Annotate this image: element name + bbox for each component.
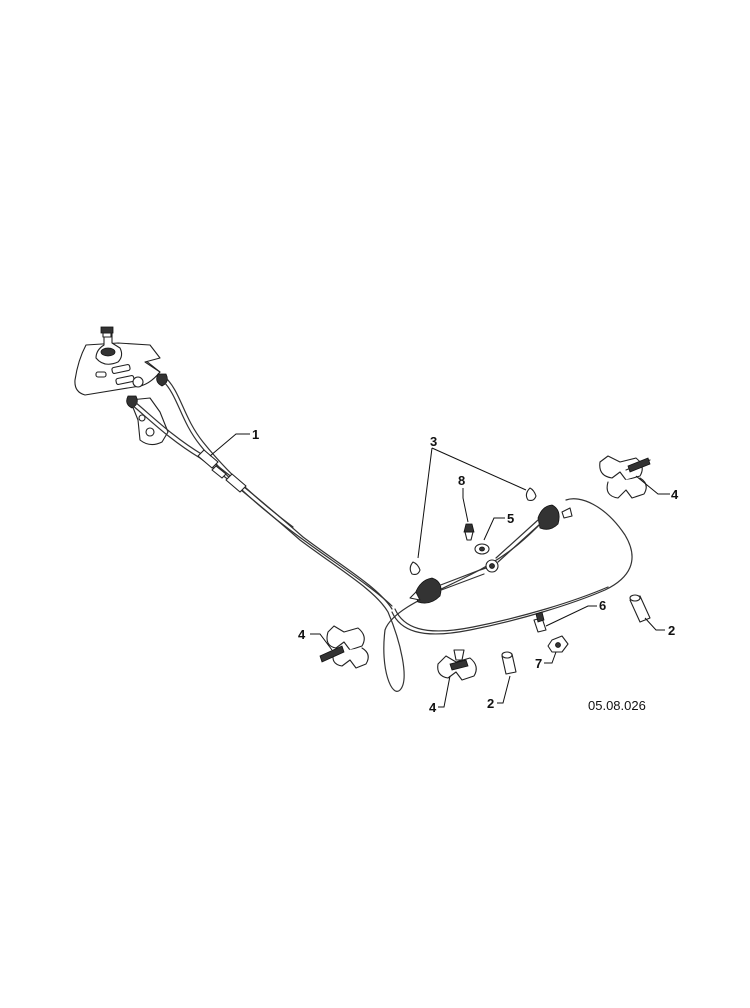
callout-4-left: 4 xyxy=(298,627,306,642)
callout-2-right: 2 xyxy=(668,623,675,638)
washer-part xyxy=(474,543,490,555)
callout-8: 8 xyxy=(458,473,465,488)
cable-assembly xyxy=(131,376,633,692)
callout-2-bottom: 2 xyxy=(487,696,494,711)
screw-part xyxy=(463,523,475,541)
pin-right xyxy=(629,594,651,623)
callout-4-bottom: 4 xyxy=(429,700,437,715)
stud-part xyxy=(533,611,547,633)
callout-7: 7 xyxy=(535,656,542,671)
callout-4-top-right: 4 xyxy=(671,487,679,502)
nut-part xyxy=(547,635,569,653)
cable-clip-right xyxy=(495,504,573,563)
hose-clamp-bottom xyxy=(437,649,477,681)
callout-5: 5 xyxy=(507,511,514,526)
callout-6: 6 xyxy=(599,598,606,613)
cable-clip-left xyxy=(409,565,493,604)
hose-clamp-top-right xyxy=(599,455,651,499)
pin-bottom xyxy=(501,651,517,675)
callout-1: 1 xyxy=(252,427,259,442)
diagram-reference-code: 05.08.026 xyxy=(588,698,646,713)
pulley-washer xyxy=(485,559,499,573)
spring-clip-small xyxy=(409,487,537,576)
control-lever-assembly xyxy=(74,326,169,446)
hose-clamp-left xyxy=(319,625,369,669)
callout-3: 3 xyxy=(430,434,437,449)
callout-labels: 1 3 8 5 4 4 4 2 2 6 7 05.08.026 xyxy=(252,427,679,715)
leader-lines xyxy=(209,433,670,708)
